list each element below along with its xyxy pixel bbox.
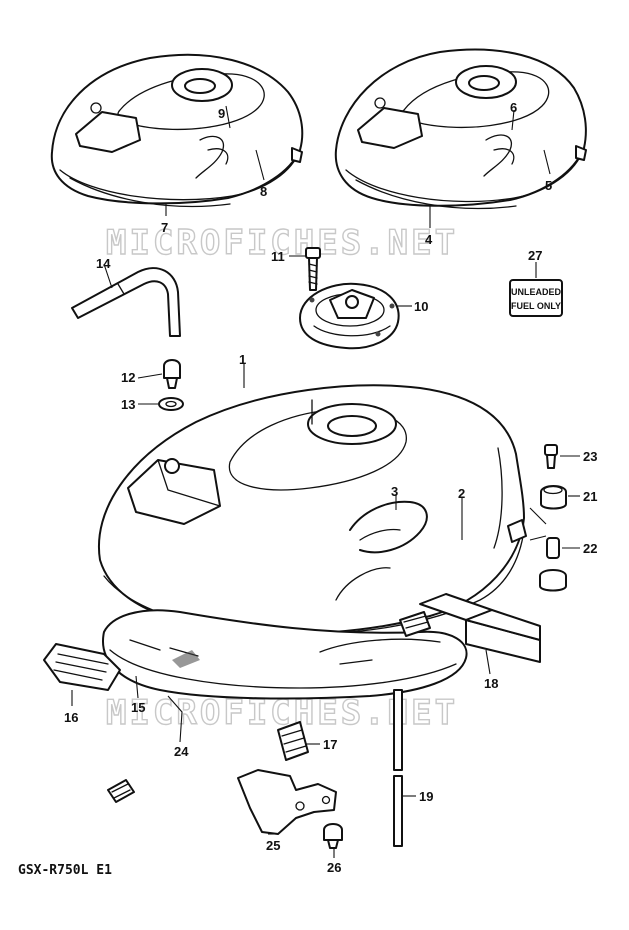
callout-8: 8 — [260, 184, 267, 199]
rod-19 — [393, 689, 403, 847]
callout-7: 7 — [161, 220, 168, 235]
bracket-25 — [237, 769, 337, 835]
breather-hose — [71, 267, 181, 337]
callout-10: 10 — [414, 299, 428, 314]
washer-13 — [158, 397, 184, 411]
fuel-tank — [97, 384, 527, 635]
tank-cover-left — [50, 53, 304, 208]
callout-4: 4 — [425, 232, 433, 247]
callout-24: 24 — [174, 744, 189, 759]
callout-12: 12 — [121, 370, 135, 385]
callout-23: 23 — [583, 449, 597, 464]
callout-25: 25 — [266, 838, 280, 853]
bolt-11 — [305, 247, 321, 291]
callout-19: 19 — [419, 789, 433, 804]
callout-11: 11 — [271, 249, 285, 264]
nut-22-base — [539, 569, 567, 592]
callout-9: 9 — [218, 106, 225, 121]
callout-27: 27 — [528, 248, 542, 263]
callout-26: 26 — [327, 860, 341, 875]
unleaded-fuel-label: UNLEADED FUEL ONLY — [509, 279, 563, 317]
clip-part — [107, 779, 135, 803]
tank-tray — [102, 609, 468, 700]
callout-6: 6 — [510, 100, 517, 115]
callout-15: 15 — [131, 700, 145, 715]
callout-17: 17 — [323, 737, 337, 752]
bolt-26 — [323, 823, 343, 849]
fuel-cap — [299, 282, 400, 350]
callout-numbers: 9 8 7 6 5 4 14 11 10 27 12 13 1 3 2 23 2… — [64, 100, 597, 875]
callout-1: 1 — [239, 352, 246, 367]
callout-2: 2 — [458, 486, 465, 501]
tank-cover-right — [334, 48, 587, 210]
bolt-23 — [544, 444, 558, 469]
watermark-top: MICROFICHES.NET — [106, 223, 458, 263]
pad-16 — [43, 643, 121, 691]
collar-22 — [546, 537, 560, 559]
callout-18: 18 — [484, 676, 498, 691]
callout-14: 14 — [96, 256, 111, 271]
callout-22: 22 — [583, 541, 597, 556]
screw-12 — [163, 359, 181, 389]
rubber-strip-18 — [419, 593, 541, 663]
label-line-2: FUEL ONLY — [511, 301, 561, 311]
callout-13: 13 — [121, 397, 135, 412]
label-line-1: UNLEADED — [511, 287, 562, 297]
callout-3: 3 — [391, 484, 398, 499]
leader-lines — [71, 105, 580, 858]
callout-5: 5 — [545, 178, 552, 193]
model-code: GSX-R750L E1 — [18, 863, 112, 878]
cushion-21 — [540, 485, 567, 510]
callout-16: 16 — [64, 710, 78, 725]
callout-21: 21 — [583, 489, 597, 504]
small-pad-17 — [277, 611, 431, 761]
